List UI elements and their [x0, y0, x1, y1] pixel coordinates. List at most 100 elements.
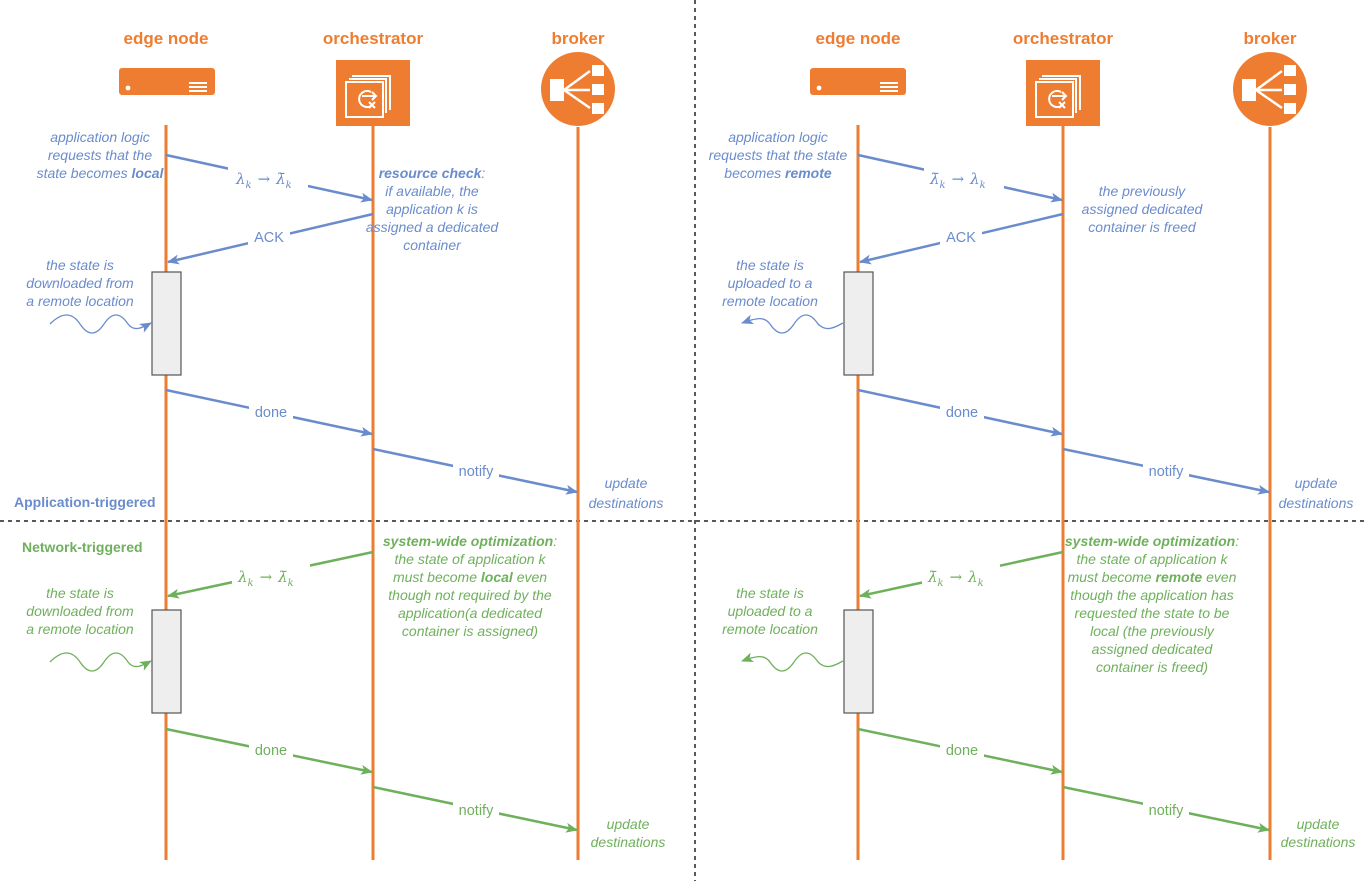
done-label: done — [255, 743, 287, 759]
header-broker: broker — [552, 29, 605, 48]
phase-label-application: Application-triggered — [14, 494, 156, 510]
activation-box — [151, 609, 182, 714]
server-icon — [810, 68, 906, 95]
header-orchestrator: orchestrator — [323, 29, 424, 48]
update-destinations-note: update destinations — [1279, 475, 1354, 511]
svg-text:the state is: the state is — [46, 585, 114, 601]
svg-text:system-wide optimization:: system-wide optimization: — [383, 533, 557, 549]
optimization-note: system-wide optimization: the state of a… — [383, 533, 557, 639]
svg-text:update: update — [607, 816, 650, 832]
update-destinations-note: update destinations — [1281, 816, 1356, 850]
state-download-note: the state is downloaded from a remote lo… — [26, 257, 134, 309]
state-upload-note: the state is uploaded to a remote locati… — [722, 585, 818, 637]
svg-text:λ̄k→λk: λ̄k→λk — [927, 568, 984, 589]
message-label-lambda: λk→λ̄k — [232, 562, 310, 589]
message-label-lambda: λ̄k→λk — [922, 562, 1000, 589]
header-broker: broker — [1244, 29, 1297, 48]
svg-text:container: container — [403, 237, 462, 253]
orchestrator-icon — [1026, 60, 1100, 126]
svg-text:becomes remote: becomes remote — [724, 165, 832, 181]
svg-text:requests that the: requests that the — [48, 147, 153, 163]
ack-label: ACK — [254, 230, 284, 246]
server-icon — [119, 68, 215, 95]
svg-text:downloaded from: downloaded from — [26, 603, 134, 619]
svg-text:application logic: application logic — [50, 129, 150, 145]
wavy-download-arrow — [49, 314, 152, 334]
header-edge-node: edge node — [815, 29, 900, 48]
svg-text:must become remote even: must become remote even — [1068, 569, 1237, 585]
svg-text:the state is: the state is — [736, 257, 804, 273]
svg-text:the state of application k: the state of application k — [395, 551, 547, 567]
left-panel: edge node orchestrator broker — [14, 29, 665, 860]
ack-label: ACK — [946, 230, 976, 246]
notify-label: notify — [1149, 464, 1184, 480]
svg-text:container is assigned): container is assigned) — [402, 623, 538, 639]
svg-text:update: update — [1297, 816, 1340, 832]
notify-label: notify — [459, 803, 494, 819]
update-destinations-note: update destinations — [591, 816, 666, 850]
svg-text:λ̄k→λk: λ̄k→λk — [929, 170, 986, 191]
svg-text:though not required by the: though not required by the — [388, 587, 552, 603]
state-download-note: the state is downloaded from a remote lo… — [26, 585, 134, 637]
broker-icon — [541, 52, 615, 126]
svg-text:requested the state to be: requested the state to be — [1075, 605, 1230, 621]
svg-text:container is freed): container is freed) — [1096, 659, 1208, 675]
resource-check-note: resource check: if available, the applic… — [366, 165, 500, 253]
svg-text:must become local even: must become local even — [393, 569, 547, 585]
activation-box — [151, 271, 182, 376]
svg-text:λk→λ̄k: λk→λ̄k — [235, 170, 292, 191]
svg-text:a remote location: a remote location — [26, 293, 134, 309]
svg-text:though the application has: though the application has — [1070, 587, 1233, 603]
svg-text:assigned dedicated: assigned dedicated — [1092, 641, 1214, 657]
state-upload-note: the state is uploaded to a remote locati… — [722, 257, 818, 309]
request-note: application logic requests that the stat… — [37, 129, 165, 181]
svg-text:assigned a dedicated: assigned a dedicated — [366, 219, 500, 235]
container-freed-note: the previously assigned dedicated contai… — [1082, 183, 1204, 235]
svg-text:remote location: remote location — [722, 293, 818, 309]
done-label: done — [946, 743, 978, 759]
svg-text:the previously: the previously — [1099, 183, 1186, 199]
svg-text:requests that the state: requests that the state — [709, 147, 848, 163]
header-orchestrator: orchestrator — [1013, 29, 1114, 48]
svg-text:destinations: destinations — [1281, 834, 1356, 850]
done-label: done — [946, 405, 978, 421]
svg-text:uploaded to a: uploaded to a — [728, 275, 813, 291]
orchestrator-icon — [336, 60, 410, 126]
svg-text:container is freed: container is freed — [1088, 219, 1197, 235]
svg-text:the state is: the state is — [736, 585, 804, 601]
svg-text:update: update — [605, 475, 648, 491]
phase-label-network: Network-triggered — [22, 539, 143, 555]
message-label-lambda: λk→λ̄k — [228, 164, 308, 191]
svg-text:assigned dedicated: assigned dedicated — [1082, 201, 1204, 217]
broker-icon — [1233, 52, 1307, 126]
activation-box — [843, 271, 874, 376]
svg-text:downloaded from: downloaded from — [26, 275, 134, 291]
svg-text:application k is: application k is — [386, 201, 478, 217]
svg-text:system-wide optimization:: system-wide optimization: — [1065, 533, 1239, 549]
activation-box — [843, 609, 874, 714]
right-panel: edge node orchestrator broker — [709, 29, 1356, 860]
svg-text:a remote location: a remote location — [26, 621, 134, 637]
message-label-lambda: λ̄k→λk — [924, 164, 1004, 191]
wavy-upload-arrow — [741, 314, 844, 334]
done-label: done — [255, 405, 287, 421]
svg-text:application logic: application logic — [728, 129, 828, 145]
optimization-note: system-wide optimization: the state of a… — [1065, 533, 1239, 675]
svg-text:local (the previously: local (the previously — [1090, 623, 1215, 639]
svg-text:destinations: destinations — [591, 834, 666, 850]
svg-text:destinations: destinations — [589, 495, 664, 511]
svg-text:update: update — [1295, 475, 1338, 491]
notify-label: notify — [459, 464, 494, 480]
wavy-download-arrow — [49, 652, 152, 672]
svg-text:resource check:: resource check: — [379, 165, 486, 181]
svg-text:state becomes local: state becomes local — [37, 165, 165, 181]
svg-text:remote location: remote location — [722, 621, 818, 637]
svg-text:uploaded to a: uploaded to a — [728, 603, 813, 619]
header-edge-node: edge node — [123, 29, 208, 48]
svg-text:the state is: the state is — [46, 257, 114, 273]
request-note: application logic requests that the stat… — [709, 129, 848, 181]
update-destinations-note: update destinations — [589, 475, 664, 511]
svg-text:destinations: destinations — [1279, 495, 1354, 511]
notify-label: notify — [1149, 803, 1184, 819]
